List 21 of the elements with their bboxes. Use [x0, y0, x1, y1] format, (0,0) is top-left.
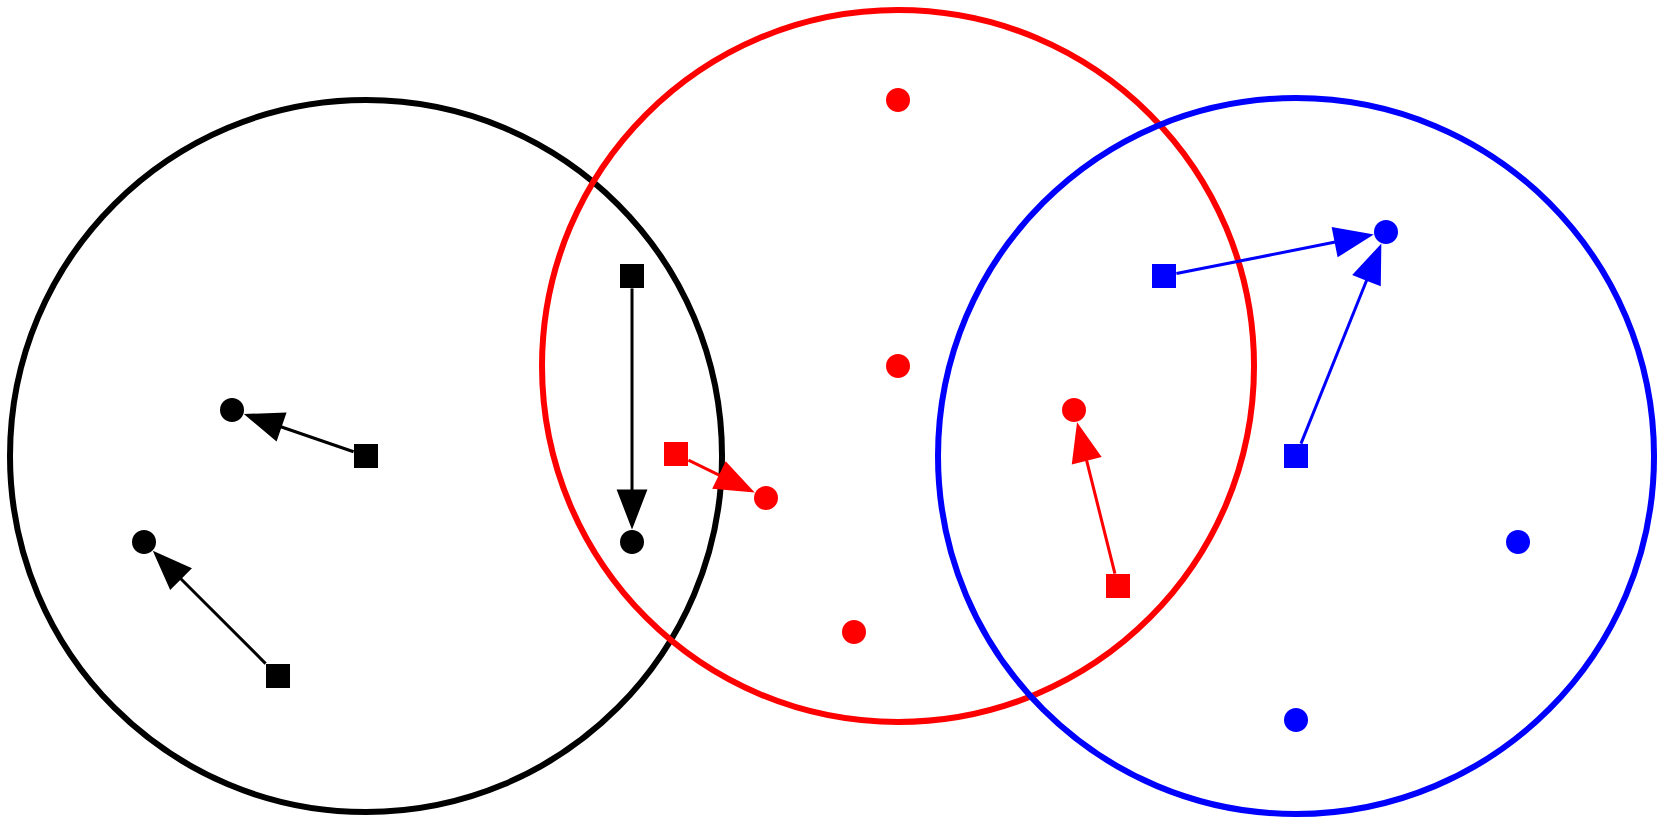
- dot: [1284, 708, 1308, 732]
- large-circle: [7, 97, 725, 815]
- dot: [620, 530, 644, 554]
- dot: [220, 398, 244, 422]
- large-circle: [935, 95, 1657, 817]
- dot: [842, 620, 866, 644]
- square-marker: [1106, 574, 1130, 598]
- square-marker: [1284, 444, 1308, 468]
- dot: [754, 486, 778, 510]
- dot: [132, 530, 156, 554]
- square-marker: [354, 444, 378, 468]
- square-marker: [1152, 264, 1176, 288]
- dot: [886, 88, 910, 112]
- square-marker: [664, 442, 688, 466]
- large-circle: [539, 7, 1257, 725]
- dot: [886, 354, 910, 378]
- dot: [1374, 220, 1398, 244]
- dot: [1062, 398, 1086, 422]
- square-marker: [266, 664, 290, 688]
- square-marker: [620, 264, 644, 288]
- dot: [1506, 530, 1530, 554]
